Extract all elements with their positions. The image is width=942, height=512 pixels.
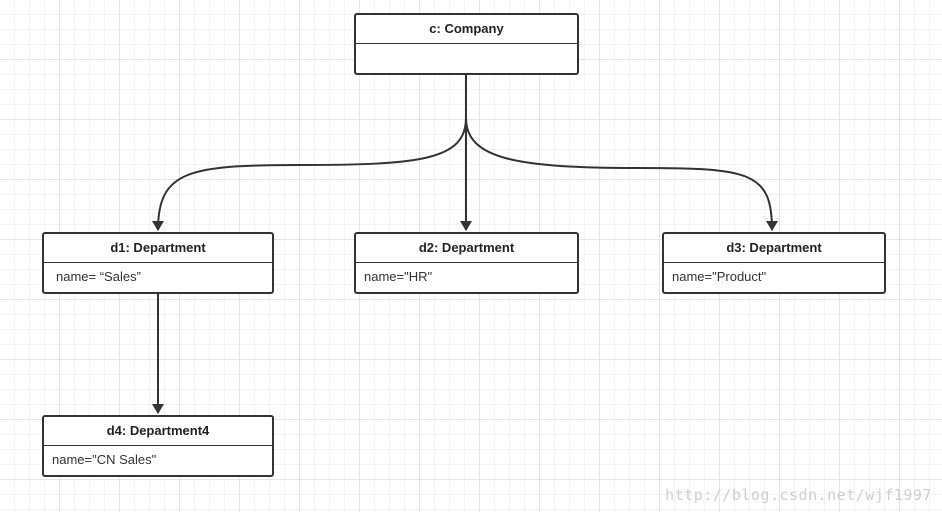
connector-company-d3[interactable] <box>465 75 778 231</box>
object-company[interactable]: c: Company <box>354 13 579 75</box>
object-d3-title: d3: Department <box>664 234 884 263</box>
object-d3-attr: name="Product" <box>672 269 767 284</box>
object-d1-attr: name= “Sales” <box>56 269 141 284</box>
object-d4-attr: name="CN Sales" <box>52 452 157 467</box>
object-d1-title: d1: Department <box>44 234 272 263</box>
connector-company-d1[interactable] <box>152 75 467 231</box>
object-d4-title: d4: Department4 <box>44 417 272 446</box>
object-d3[interactable]: d3: Department name="Product" <box>662 232 886 294</box>
object-company-title: c: Company <box>356 15 577 44</box>
object-d1[interactable]: d1: Department name= “Sales” <box>42 232 274 294</box>
object-d2-title: d2: Department <box>356 234 577 263</box>
object-d4[interactable]: d4: Department4 name="CN Sales" <box>42 415 274 477</box>
watermark-text: http://blog.csdn.net/wjf1997 <box>665 486 932 504</box>
object-d2-attr: name="HR" <box>364 269 433 284</box>
object-d2[interactable]: d2: Department name="HR" <box>354 232 579 294</box>
